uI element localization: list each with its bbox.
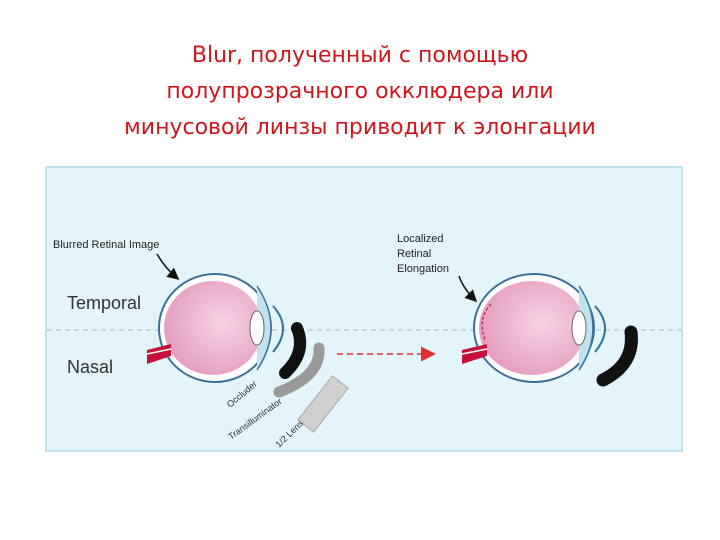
right-eye-cornea-edge [594,305,606,353]
left-eye-cornea-edge [272,305,284,353]
localized-label-line-1: Localized [397,233,443,245]
temporal-label: Temporal [67,293,141,313]
blurred-pointer-arrow [156,253,180,280]
right-eye-elongation-outline [481,303,492,341]
left-eye-retina [164,281,262,375]
left-optic-nerve [147,344,171,364]
blurred-retinal-image-label: Blurred Retinal Image [53,239,159,251]
diagram-svg: Blurred Retinal Image Temporal Nasal Occ… [47,233,681,450]
nasal-label: Nasal [67,357,113,377]
title-line-2: полупрозрачного окклюдера или [166,79,554,104]
slide-title: Blur, полученный с помощью полупрозрачно… [0,38,720,146]
right-eye-lens [571,310,587,346]
elongation-pointer-arrow [458,275,478,303]
gray-occluder-shape [273,342,325,398]
lens-label: 1/2 Lens [273,418,305,450]
right-eye [461,273,606,383]
right-optic-nerve [462,344,487,364]
occluder-label: Occluder [225,379,259,410]
left-eye-lens [249,310,265,346]
localized-label-line-2: Retinal [397,248,431,260]
title-line-3: минусовой линзы приводит к элонгации [124,115,596,140]
left-eye [146,273,284,383]
right-black-occluder-shape [596,325,638,387]
right-eye-retina [479,281,585,375]
black-occluder-shape [279,322,306,379]
localized-label-line-3: Elongation [397,263,449,275]
eye-elongation-diagram: Blurred Retinal Image Temporal Nasal Occ… [45,166,683,452]
half-lens-shape [297,375,349,433]
title-line-1: Blur, полученный с помощью [191,43,529,68]
